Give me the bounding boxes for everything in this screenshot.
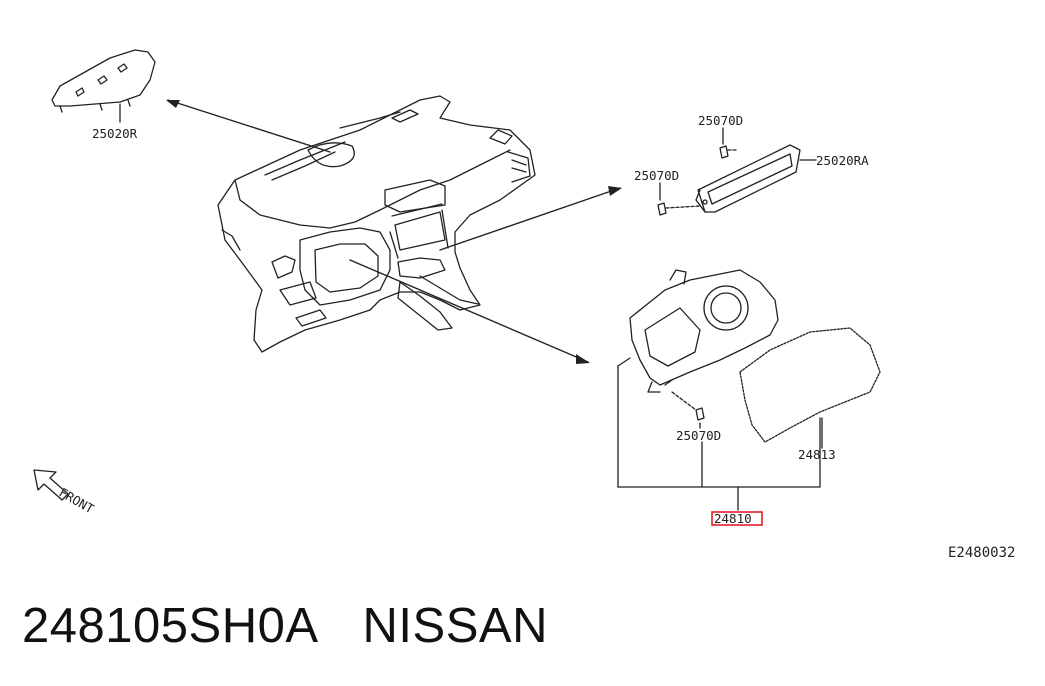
label-screw-meter: 25070D (676, 428, 721, 443)
front-label: FRONT (57, 485, 97, 517)
label-screw-mid: 25070D (634, 168, 679, 183)
screw-meter (671, 391, 705, 429)
label-screw-top: 25070D (698, 113, 743, 128)
assembly-bracket (617, 357, 823, 511)
label-meter-glass: 24813 (798, 447, 836, 462)
part-caption: 248105SH0A NISSAN (22, 598, 548, 654)
dashboard-assembly (217, 95, 536, 353)
side-cover-left (51, 49, 156, 123)
part-number: 248105SH0A (22, 599, 319, 653)
label-combination-meter: 24810 (714, 511, 752, 526)
label-side-cover-left: 25020R (92, 126, 138, 141)
label-side-cover-right: 25020RA (816, 153, 869, 168)
diagram-ref-code: E2480032 (948, 545, 1015, 561)
highlighted-part-label: 24810 (711, 511, 763, 526)
screw-mid (657, 182, 701, 216)
arrowheads (166, 100, 622, 364)
side-cover-right (695, 144, 817, 213)
screw-top (719, 127, 739, 159)
meter-glass (739, 327, 881, 443)
brand-name: NISSAN (362, 599, 548, 653)
combination-meter (629, 269, 779, 393)
callout-arrows (167, 99, 621, 363)
front-arrow-icon (33, 469, 69, 501)
